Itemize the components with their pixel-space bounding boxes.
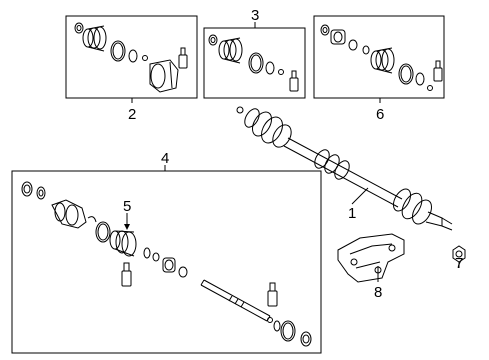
cv-joint-housing	[149, 59, 179, 93]
grease-tube	[289, 70, 299, 92]
kit-box-3	[203, 27, 306, 99]
kit-box-4	[11, 170, 322, 354]
grease-tube	[121, 262, 132, 287]
callout-5: 5	[123, 198, 131, 215]
kit-box-6	[313, 15, 445, 99]
callout-6: 6	[376, 106, 384, 123]
outer-cv-joint	[51, 199, 87, 229]
grease-tube	[178, 47, 188, 69]
callout-4: 4	[161, 150, 169, 167]
boot-part	[370, 47, 395, 74]
callout-2: 2	[128, 106, 136, 123]
hub-nut	[452, 245, 466, 263]
callout-3: 3	[251, 7, 259, 24]
grease-tube	[433, 60, 443, 82]
boot-part	[82, 25, 107, 52]
drive-shaft-assembly	[236, 106, 453, 231]
axle-shaft	[200, 279, 271, 322]
boot-part	[218, 37, 243, 64]
arrow-head-icon	[124, 224, 130, 230]
callout-1: 1	[348, 205, 356, 222]
callout-8: 8	[374, 284, 382, 301]
kit-box-2	[65, 15, 198, 99]
callout-7: 7	[455, 255, 463, 272]
outer-boot	[109, 230, 137, 257]
grease-tube	[267, 282, 278, 307]
support-bracket	[337, 233, 405, 283]
